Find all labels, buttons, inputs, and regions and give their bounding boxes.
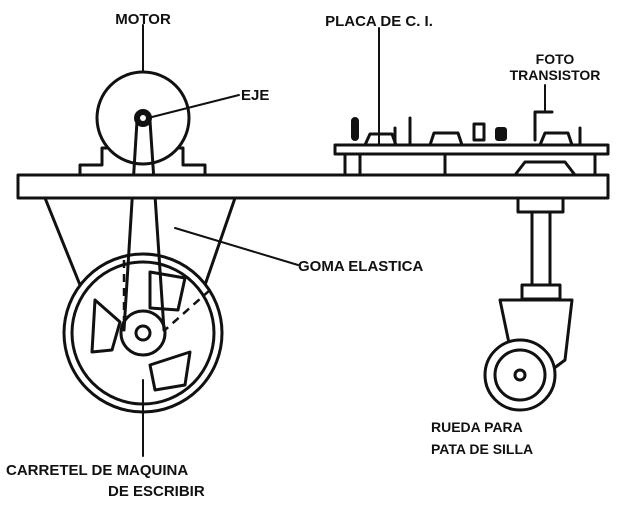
reel-label-line2: DE ESCRIBIR bbox=[108, 483, 205, 500]
rubber-band-label: GOMA ELASTICA bbox=[298, 258, 423, 275]
wheel-label-line1: RUEDA PARA bbox=[431, 419, 523, 435]
motor-shaft bbox=[134, 109, 152, 127]
circuit-board bbox=[333, 110, 610, 177]
leader-lines bbox=[142, 24, 546, 457]
reel-label-line1: CARRETEL DE MAQUINA bbox=[6, 462, 188, 479]
shaft-label: EJE bbox=[241, 87, 269, 104]
rubber-band-belt bbox=[122, 119, 211, 332]
typewriter-reel bbox=[62, 252, 224, 414]
caster-wheel bbox=[483, 196, 574, 412]
motor-label: MOTOR bbox=[115, 11, 171, 28]
wheel-label-line2: PATA DE SILLA bbox=[431, 441, 533, 457]
circuit-board-label: PLACA DE C. I. bbox=[325, 13, 433, 30]
transistor-label: TRANSISTOR bbox=[510, 67, 601, 83]
foto-label: FOTO bbox=[536, 51, 575, 67]
beam bbox=[16, 173, 610, 200]
